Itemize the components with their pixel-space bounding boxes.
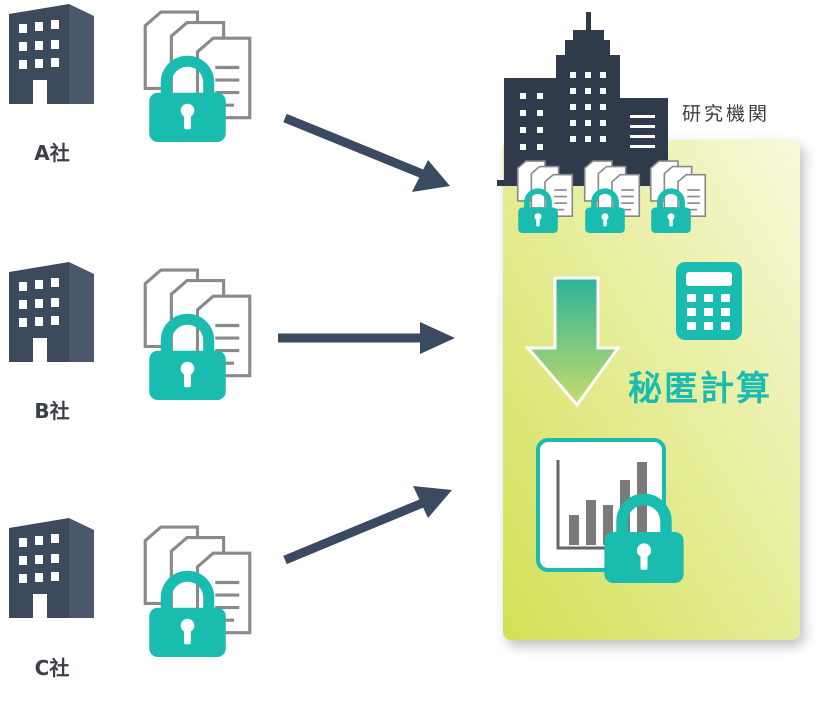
office-building-icon xyxy=(9,4,94,104)
office-building-icon xyxy=(9,262,94,362)
received-encrypted-data xyxy=(518,160,707,233)
down-arrow-icon xyxy=(524,276,621,408)
arrow-a-icon xyxy=(283,113,450,192)
office-building-icon xyxy=(9,518,94,618)
arrows xyxy=(278,113,455,565)
company-b-label: B社 xyxy=(34,399,69,423)
company-a: A社 xyxy=(9,4,252,165)
research-building-icon xyxy=(497,12,672,186)
company-c-label: C社 xyxy=(35,656,70,680)
company-a-label: A社 xyxy=(34,141,69,165)
arrow-b-icon xyxy=(278,322,455,354)
company-b: B社 xyxy=(9,262,252,423)
arrow-c-icon xyxy=(283,486,452,565)
company-c: C社 xyxy=(9,518,252,680)
calculator-icon xyxy=(676,262,742,340)
research-institution-label: 研究機関 xyxy=(682,103,770,125)
secure-computation-label: 秘匿計算 xyxy=(628,369,772,409)
